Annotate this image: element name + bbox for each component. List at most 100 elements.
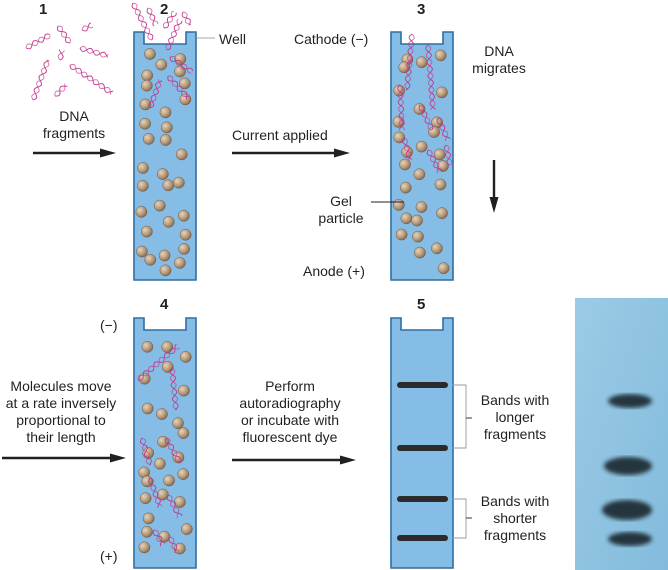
dna-fragment-free	[54, 83, 68, 97]
gel-particle	[437, 262, 450, 275]
gel-particle	[138, 372, 151, 385]
dna-fragments-label: DNA fragments	[30, 108, 118, 142]
perform-line-1: Perform	[265, 378, 315, 394]
gel-particle	[136, 245, 148, 258]
gel-particle	[174, 53, 187, 65]
longer-line-2: longer	[495, 409, 535, 425]
gel-particle	[159, 134, 172, 146]
dna-fragment-separated	[168, 536, 180, 554]
perform-line-2: autoradiography	[239, 395, 341, 411]
dna-migrates-line-1: DNA	[484, 43, 514, 59]
gel-particle	[411, 214, 423, 227]
gel-particle	[159, 106, 172, 119]
arrow-dna-migrates	[489, 160, 499, 213]
gel-particle	[412, 230, 424, 243]
gel-particle-line-2: particle	[318, 210, 364, 226]
dna-fragment-migrating	[443, 144, 453, 166]
gel-particle	[156, 168, 169, 180]
step-number-1: 1	[39, 1, 48, 18]
dna-fragment-well	[163, 10, 177, 29]
gel-particle	[436, 207, 448, 220]
gel-particle	[163, 474, 175, 487]
gel-particle	[141, 402, 154, 415]
dna-fragment-separated	[169, 367, 179, 411]
dna-fragment-free	[69, 64, 114, 95]
gel-particle	[142, 512, 155, 525]
gel-particle	[141, 69, 154, 82]
well-label: Well	[219, 31, 246, 47]
dna-fragment-migrating	[425, 44, 436, 111]
gel-particle	[158, 249, 171, 262]
dna-fragment-separated	[164, 437, 182, 464]
dna-fragment-well	[181, 11, 192, 26]
gel-particle	[141, 475, 154, 488]
gel-particle	[179, 228, 192, 241]
dna-fragment-migrating	[436, 117, 451, 142]
longer-fragments-label: Bands with longer fragments	[470, 392, 560, 443]
gel-particle	[180, 523, 193, 535]
perform-line-3: or incubate with	[240, 412, 340, 428]
gel-particle	[136, 179, 149, 192]
photo-band-2	[604, 457, 652, 475]
dna-fragment-separated	[137, 343, 180, 381]
gel-particle	[161, 341, 174, 353]
photo-band-4	[608, 532, 652, 546]
gel-particle	[177, 427, 190, 439]
gel-particle	[172, 176, 185, 189]
right-arrow-icon	[110, 453, 126, 463]
gel-particle	[392, 199, 405, 211]
gel-particle	[178, 384, 190, 397]
dna-migrates-line-2: migrates	[472, 60, 526, 76]
gel-particle	[156, 408, 168, 420]
gel-particle	[139, 117, 151, 130]
shorter-fragments-label: Bands with shorter fragments	[470, 493, 560, 544]
gel-particle	[428, 126, 440, 138]
gel-particle	[433, 148, 446, 161]
arrow-molecules-move	[2, 453, 126, 463]
dna-fragment-migrating	[401, 137, 413, 161]
gel-particle	[399, 181, 412, 194]
dna-fragment-migrating	[418, 104, 434, 131]
longer-bracket	[452, 384, 467, 449]
gel-particle	[172, 417, 184, 430]
cathode-minus-label: (−)	[100, 317, 118, 333]
gel-particle	[162, 215, 175, 228]
gel-particle	[174, 65, 186, 78]
gel-particle	[155, 58, 168, 71]
gel-particle	[413, 168, 426, 181]
right-arrow-icon	[100, 148, 116, 158]
gel-particle	[140, 225, 153, 238]
arrow-step1-to-2	[33, 148, 116, 158]
gel-particle	[154, 457, 166, 470]
step-number-4: 4	[160, 296, 169, 313]
gel-particle	[178, 243, 190, 255]
arrow-current-applied	[232, 148, 350, 158]
down-arrow-icon	[489, 197, 499, 213]
dna-fragment-well	[167, 75, 190, 100]
gel-particle	[395, 228, 408, 241]
gel-particle	[137, 162, 149, 174]
arrow-perform	[232, 455, 356, 465]
cathode-label: Cathode (−)	[294, 31, 369, 47]
shorter-bracket	[452, 498, 467, 539]
gel-particle	[141, 340, 154, 353]
dna-fragment-migrating	[426, 149, 443, 174]
dna-fragment-migrating	[397, 84, 406, 131]
step-number-2: 2	[160, 1, 169, 18]
longer-line-3: fragments	[483, 426, 547, 442]
gel-particle	[144, 48, 156, 60]
molecules-line-1: Molecules move	[10, 378, 112, 394]
gel-particle	[393, 131, 406, 144]
gel-particle	[179, 93, 192, 106]
step-number-5: 5	[417, 296, 426, 313]
perform-line-4: fluorescent dye	[242, 429, 338, 445]
dna-fragment-well	[169, 56, 194, 74]
gel-particle	[177, 468, 190, 480]
step-number-3: 3	[417, 1, 426, 18]
gel-particle	[140, 79, 153, 92]
dna-fragment-free	[57, 25, 71, 44]
current-applied-label: Current applied	[232, 127, 328, 143]
molecules-line-4: their length	[26, 429, 96, 445]
gel-particle	[153, 199, 166, 212]
gel-particle	[415, 201, 428, 213]
